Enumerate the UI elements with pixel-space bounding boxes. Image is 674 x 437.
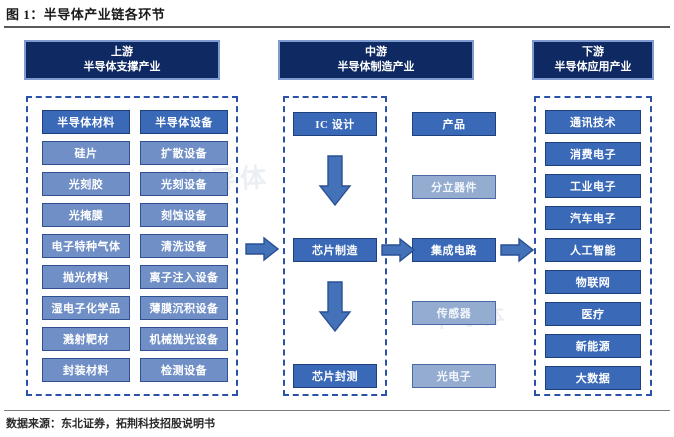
title-divider: [4, 26, 670, 28]
stage-header-line2: 半导体应用产业: [554, 61, 632, 73]
node-material-item[interactable]: 光刻胶: [42, 172, 130, 196]
node-product-header[interactable]: 产品: [412, 112, 496, 136]
node-equipment-item[interactable]: 薄膜沉积设备: [140, 296, 228, 320]
stage-header-downstream: 下游 半导体应用产业: [532, 40, 654, 80]
node-ic-design[interactable]: IC 设计: [293, 112, 377, 136]
node-equipment-item[interactable]: 刻蚀设备: [140, 203, 228, 227]
node-application-item[interactable]: 消费电子: [545, 142, 641, 166]
figure-source: 数据来源：东北证券，拓荆科技招股说明书: [6, 418, 215, 430]
node-product-item[interactable]: 分立器件: [412, 175, 496, 199]
arrow-down-icon: [318, 155, 352, 207]
arrow-right-icon: [381, 237, 415, 263]
node-application-item[interactable]: 汽车电子: [545, 206, 641, 230]
downstream-group-boundary: [534, 96, 652, 396]
node-application-item[interactable]: 人工智能: [545, 238, 641, 262]
node-equipment-item[interactable]: 扩散设备: [140, 141, 228, 165]
node-material-item[interactable]: 溅射靶材: [42, 327, 130, 351]
footer-divider: [4, 410, 670, 411]
arrow-right-icon: [500, 237, 534, 263]
node-material-item[interactable]: 硅片: [42, 141, 130, 165]
upstream-group-boundary: [26, 96, 238, 396]
node-equipment-header[interactable]: 半导体设备: [140, 110, 228, 134]
node-application-item[interactable]: 大数据: [545, 366, 641, 390]
stage-header-line2: 半导体制造产业: [337, 61, 415, 73]
node-application-item[interactable]: 新能源: [545, 334, 641, 358]
stage-header-line1: 中游: [365, 46, 387, 59]
node-material-item[interactable]: 抛光材料: [42, 265, 130, 289]
stage-header-line2: 半导体支撑产业: [83, 61, 161, 73]
figure-title: 图 1：半导体产业链各环节: [6, 7, 166, 22]
node-application-item[interactable]: 工业电子: [545, 174, 641, 198]
node-material-item[interactable]: 封装材料: [42, 358, 130, 382]
node-equipment-item[interactable]: 清洗设备: [140, 234, 228, 258]
node-chip-packaging-testing[interactable]: 芯片封测: [293, 364, 377, 388]
arrow-down-icon: [318, 281, 352, 333]
node-materials-header[interactable]: 半导体材料: [42, 110, 130, 134]
node-application-item[interactable]: 医疗: [545, 302, 641, 326]
arrow-right-icon: [245, 236, 279, 262]
node-equipment-item[interactable]: 光刻设备: [140, 172, 228, 196]
stage-header-line1: 上游: [111, 46, 133, 59]
node-material-item[interactable]: 湿电子化学品: [42, 296, 130, 320]
stage-header-upstream: 上游 半导体支撑产业: [24, 40, 220, 80]
node-equipment-item[interactable]: 离子注入设备: [140, 265, 228, 289]
node-material-item[interactable]: 光掩膜: [42, 203, 130, 227]
node-equipment-item[interactable]: 机械抛光设备: [140, 327, 228, 351]
node-product-item[interactable]: 传感器: [412, 301, 496, 325]
stage-header-midstream: 中游 半导体制造产业: [278, 40, 474, 80]
node-product-item[interactable]: 集成电路: [412, 238, 496, 262]
node-equipment-item[interactable]: 检测设备: [140, 358, 228, 382]
node-chip-manufacturing[interactable]: 芯片制造: [293, 238, 377, 262]
node-product-item[interactable]: 光电子: [412, 364, 496, 388]
stage-header-line1: 下游: [582, 46, 604, 59]
node-application-item[interactable]: 通讯技术: [545, 110, 641, 134]
node-application-item[interactable]: 物联网: [545, 270, 641, 294]
node-material-item[interactable]: 电子特种气体: [42, 234, 130, 258]
